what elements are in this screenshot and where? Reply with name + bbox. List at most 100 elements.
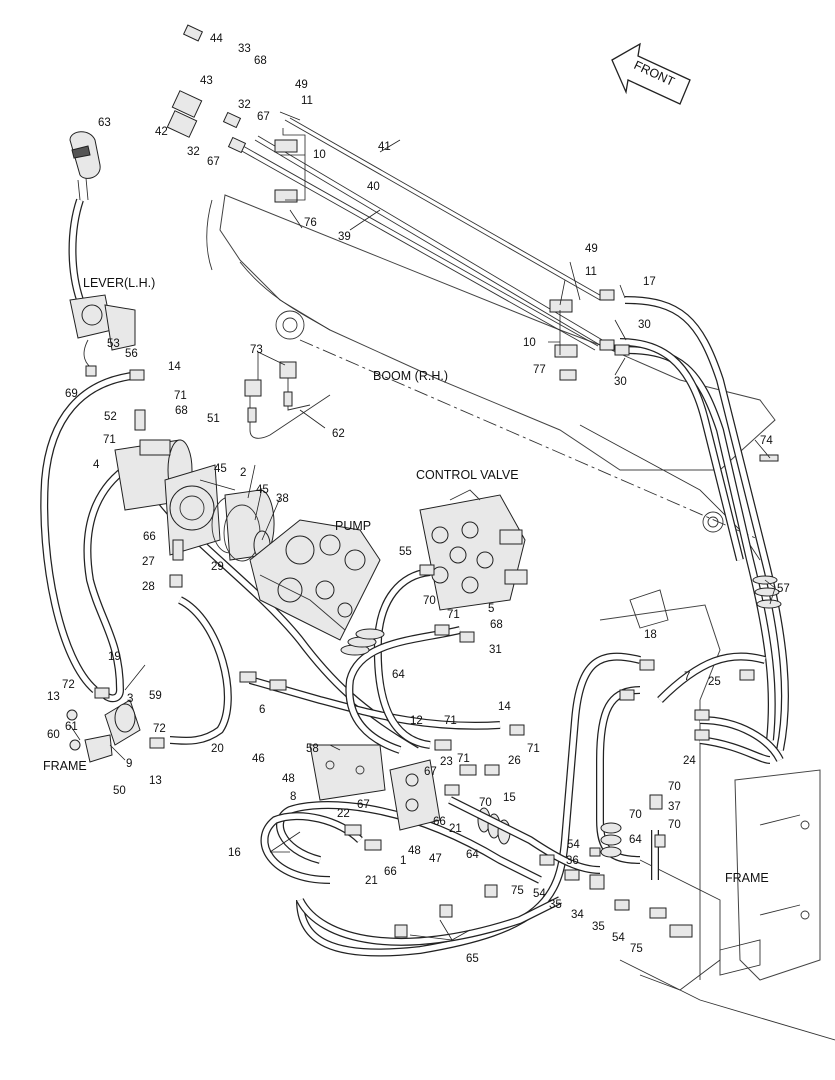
- callout-28: 28: [142, 581, 155, 593]
- callout-71: 71: [527, 743, 540, 755]
- boom-steel-lines: [239, 117, 606, 351]
- callout-4: 4: [93, 459, 100, 471]
- fittings: [94, 24, 779, 938]
- callout-45: 45: [214, 463, 227, 475]
- callout-68: 68: [175, 405, 188, 417]
- callout-3: 3: [127, 693, 133, 705]
- gear-pump-assembly: [114, 439, 275, 562]
- callout-48: 48: [408, 845, 421, 857]
- callout-75: 75: [630, 943, 643, 955]
- callout-10: 10: [313, 149, 326, 161]
- callout-67: 67: [424, 766, 437, 778]
- callout-67: 67: [207, 156, 220, 168]
- harness-62: [244, 361, 331, 439]
- callout-18: 18: [644, 629, 657, 641]
- callout-1: 1: [400, 855, 406, 867]
- callout-71: 71: [444, 715, 457, 727]
- callout-62: 62: [332, 428, 345, 440]
- callout-76: 76: [304, 217, 317, 229]
- callout-75: 75: [511, 885, 524, 897]
- callout-36: 36: [566, 855, 579, 867]
- pump-label: PUMP: [335, 519, 371, 533]
- callout-22: 22: [337, 808, 350, 820]
- callout-7: 7: [684, 671, 690, 683]
- joystick-lever: [68, 131, 136, 377]
- callout-11: 11: [585, 266, 597, 278]
- lever-label: LEVER(L.H.): [83, 276, 155, 290]
- callout-56: 56: [125, 348, 138, 360]
- callout-60: 60: [47, 729, 60, 741]
- front-arrow: FRONT: [611, 42, 691, 105]
- callout-70: 70: [668, 819, 681, 831]
- callout-54: 54: [533, 888, 546, 900]
- callout-49: 49: [585, 243, 598, 255]
- callout-66: 66: [384, 866, 397, 878]
- callout-61: 61: [65, 721, 78, 733]
- callout-35: 35: [549, 899, 562, 911]
- callout-54: 54: [612, 932, 625, 944]
- callout-52: 52: [104, 411, 117, 423]
- callout-31: 31: [489, 644, 502, 656]
- callout-67: 67: [357, 799, 370, 811]
- callout-68: 68: [490, 619, 503, 631]
- callout-71: 71: [174, 390, 187, 402]
- callout-13: 13: [47, 691, 60, 703]
- callout-11: 11: [301, 95, 313, 107]
- callout-17: 17: [643, 276, 656, 288]
- callout-63: 63: [98, 117, 111, 129]
- callout-34: 34: [571, 909, 584, 921]
- callout-20: 20: [211, 743, 224, 755]
- right-side-hoses: [619, 296, 789, 751]
- callout-67: 67: [257, 111, 270, 123]
- callout-44: 44: [210, 33, 223, 45]
- callout-41: 41: [378, 141, 391, 153]
- callout-54: 54: [567, 839, 580, 851]
- callout-29: 29: [211, 561, 224, 573]
- callout-58: 58: [306, 743, 319, 755]
- callout-16: 16: [228, 847, 241, 859]
- callout-40: 40: [367, 181, 380, 193]
- callout-14: 14: [498, 701, 511, 713]
- callout-23: 23: [440, 756, 453, 768]
- callout-65: 65: [466, 953, 479, 965]
- callout-27: 27: [142, 556, 155, 568]
- callout-30: 30: [638, 319, 651, 331]
- callout-37: 37: [668, 801, 681, 813]
- callout-68: 68: [254, 55, 267, 67]
- callout-33: 33: [238, 43, 251, 55]
- boom-label: BOOM (R.H.): [373, 369, 448, 383]
- callouts: 44 33 68 49 11 43 32 67 42 32 67 10 41 6…: [47, 33, 790, 965]
- callout-53: 53: [107, 338, 120, 350]
- callout-43: 43: [200, 75, 213, 87]
- callout-21: 21: [365, 875, 378, 887]
- callout-25: 25: [708, 676, 721, 688]
- frame-right-label: FRAME: [725, 871, 769, 885]
- callout-69: 69: [65, 388, 78, 400]
- main-pump: [249, 519, 381, 641]
- callout-70: 70: [423, 595, 436, 607]
- callout-10: 10: [523, 337, 536, 349]
- callout-66: 66: [143, 531, 156, 543]
- callout-15: 15: [503, 792, 516, 804]
- callout-14: 14: [168, 361, 181, 373]
- callout-46: 46: [252, 753, 265, 765]
- callout-66: 66: [433, 816, 446, 828]
- callout-77: 77: [533, 364, 546, 376]
- callout-74: 74: [760, 435, 773, 447]
- callout-48: 48: [282, 773, 295, 785]
- callout-72: 72: [62, 679, 75, 691]
- callout-49: 49: [295, 79, 308, 91]
- callout-13: 13: [149, 775, 162, 787]
- callout-9: 9: [126, 758, 132, 770]
- callout-30: 30: [614, 376, 627, 388]
- callout-70: 70: [629, 809, 642, 821]
- callout-57: 57: [777, 583, 790, 595]
- callout-72: 72: [153, 723, 166, 735]
- solenoid-bracket: [66, 699, 141, 763]
- callout-71: 71: [103, 434, 116, 446]
- callout-2: 2: [240, 467, 246, 479]
- callout-6: 6: [259, 704, 265, 716]
- callout-73: 73: [250, 344, 263, 356]
- callout-32: 32: [238, 99, 251, 111]
